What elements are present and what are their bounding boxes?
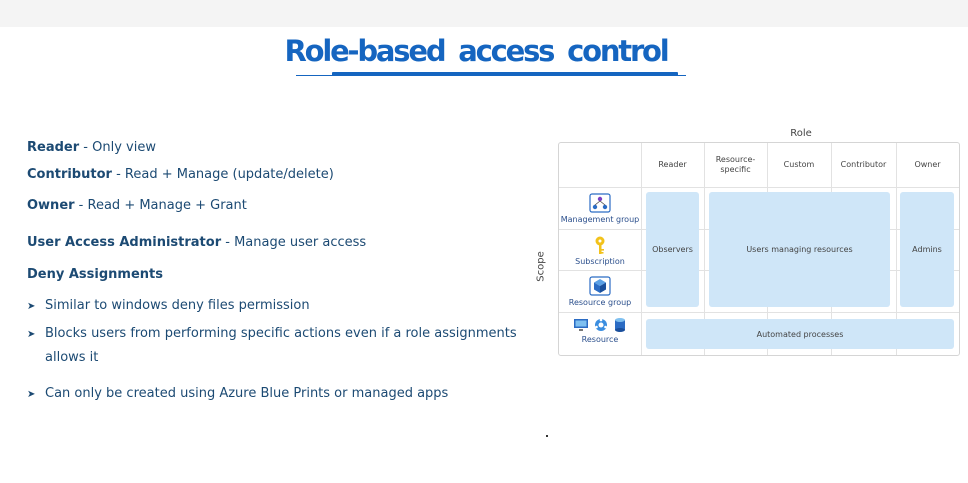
resource-group-cube-icon [589, 276, 611, 296]
role-description: Manage user access [234, 235, 367, 250]
deny-bullet-item: ➤ Similar to windows deny files permissio… [27, 298, 310, 313]
role-reader-line: Reader - Only view [27, 140, 156, 155]
deny-assignments-heading: Deny Assignments [27, 267, 163, 282]
role-term: Owner [27, 198, 75, 213]
deny-bullet-item: ➤ Can only be created using Azure Blue Pr… [27, 386, 448, 401]
role-description: Read + Manage (update/delete) [124, 167, 334, 182]
scope-subscription: Subscription [559, 235, 641, 266]
column-header-owner: Owner [896, 143, 959, 187]
grid-line [559, 312, 959, 313]
arrow-bullet-icon: ➤ [27, 329, 36, 340]
stray-dot [546, 435, 548, 437]
management-group-icon [589, 193, 611, 213]
column-header-label: Resource- [715, 155, 756, 164]
scope-label: Resource group [568, 298, 632, 307]
scope-label: Subscription [575, 257, 625, 266]
database-icon [615, 318, 625, 332]
title-underline [296, 72, 686, 76]
arrow-bullet-icon: ➤ [27, 301, 36, 312]
role-owner-line: Owner - Read + Manage + Grant [27, 198, 247, 213]
block-label: Users managing resources [746, 245, 853, 254]
automated-processes-block: Automated processes [646, 319, 954, 349]
network-icon [595, 318, 607, 331]
role-description: Read + Manage + Grant [87, 198, 247, 213]
role-separator: - [221, 235, 235, 250]
deny-bullet-continuation: allows it [45, 350, 98, 365]
role-term: Contributor [27, 167, 112, 182]
key-icon [595, 236, 605, 254]
grid-line [559, 187, 959, 188]
bullet-text: Similar to windows deny files permission [45, 298, 310, 313]
role-separator: - [79, 140, 93, 155]
bullet-text: Can only be created using Azure Blue Pri… [45, 386, 449, 401]
role-term: User Access Administrator [27, 235, 222, 250]
observers-block: Observers [646, 192, 699, 307]
role-axis-label: Role [790, 128, 812, 139]
deny-heading-text: Deny Assignments [27, 267, 163, 282]
role-scope-matrix: Reader Resource- specific Custom Contrib… [558, 142, 960, 356]
scope-axis-label: Scope [535, 251, 547, 282]
arrow-bullet-icon: ➤ [27, 389, 36, 400]
grid-line [641, 143, 642, 355]
block-label: Admins [912, 245, 942, 254]
bullet-text: allows it [45, 350, 99, 365]
role-term: Reader [27, 140, 80, 155]
title-underline-thick [332, 72, 678, 76]
block-label: Observers [652, 245, 693, 254]
top-band [0, 0, 968, 27]
scope-resource-group: Resource group [559, 276, 641, 307]
bullet-text: Blocks users from performing specific ac… [45, 326, 517, 341]
column-header-contributor: Contributor [831, 143, 896, 187]
column-header-label: Custom [783, 160, 815, 169]
column-header-custom: Custom [767, 143, 831, 187]
monitor-icon [574, 319, 588, 331]
column-header-label: Owner [914, 160, 941, 169]
role-description: Only view [92, 140, 156, 155]
deny-bullet-item: ➤ Blocks users from performing specific a… [27, 326, 517, 341]
grid-line [896, 143, 897, 355]
column-header-resource-specific: Resource- specific [704, 143, 767, 187]
scope-label: Resource [581, 335, 619, 344]
column-header-reader: Reader [641, 143, 704, 187]
resource-icons [559, 317, 641, 333]
scope-management-group: Management group [559, 193, 641, 224]
grid-line [704, 143, 705, 355]
column-header-label: specific [720, 165, 751, 174]
scope-label: Management group [560, 215, 640, 224]
role-user-access-admin-line: User Access Administrator - Manage user … [27, 235, 366, 250]
users-managing-resources-block: Users managing resources [709, 192, 890, 307]
column-header-label: Reader [658, 160, 687, 169]
scope-resource: Resource [559, 317, 641, 344]
slide-title: Role-based access control [284, 34, 669, 68]
role-contributor-line: Contributor - Read + Manage (update/dele… [27, 167, 334, 182]
role-separator: - [74, 198, 88, 213]
role-separator: - [111, 167, 125, 182]
rbac-diagram: Role Scope Reader Resource- specific Cus… [536, 125, 960, 361]
admins-block: Admins [900, 192, 954, 307]
column-header-label: Contributor [840, 160, 887, 169]
block-label: Automated processes [756, 329, 844, 339]
